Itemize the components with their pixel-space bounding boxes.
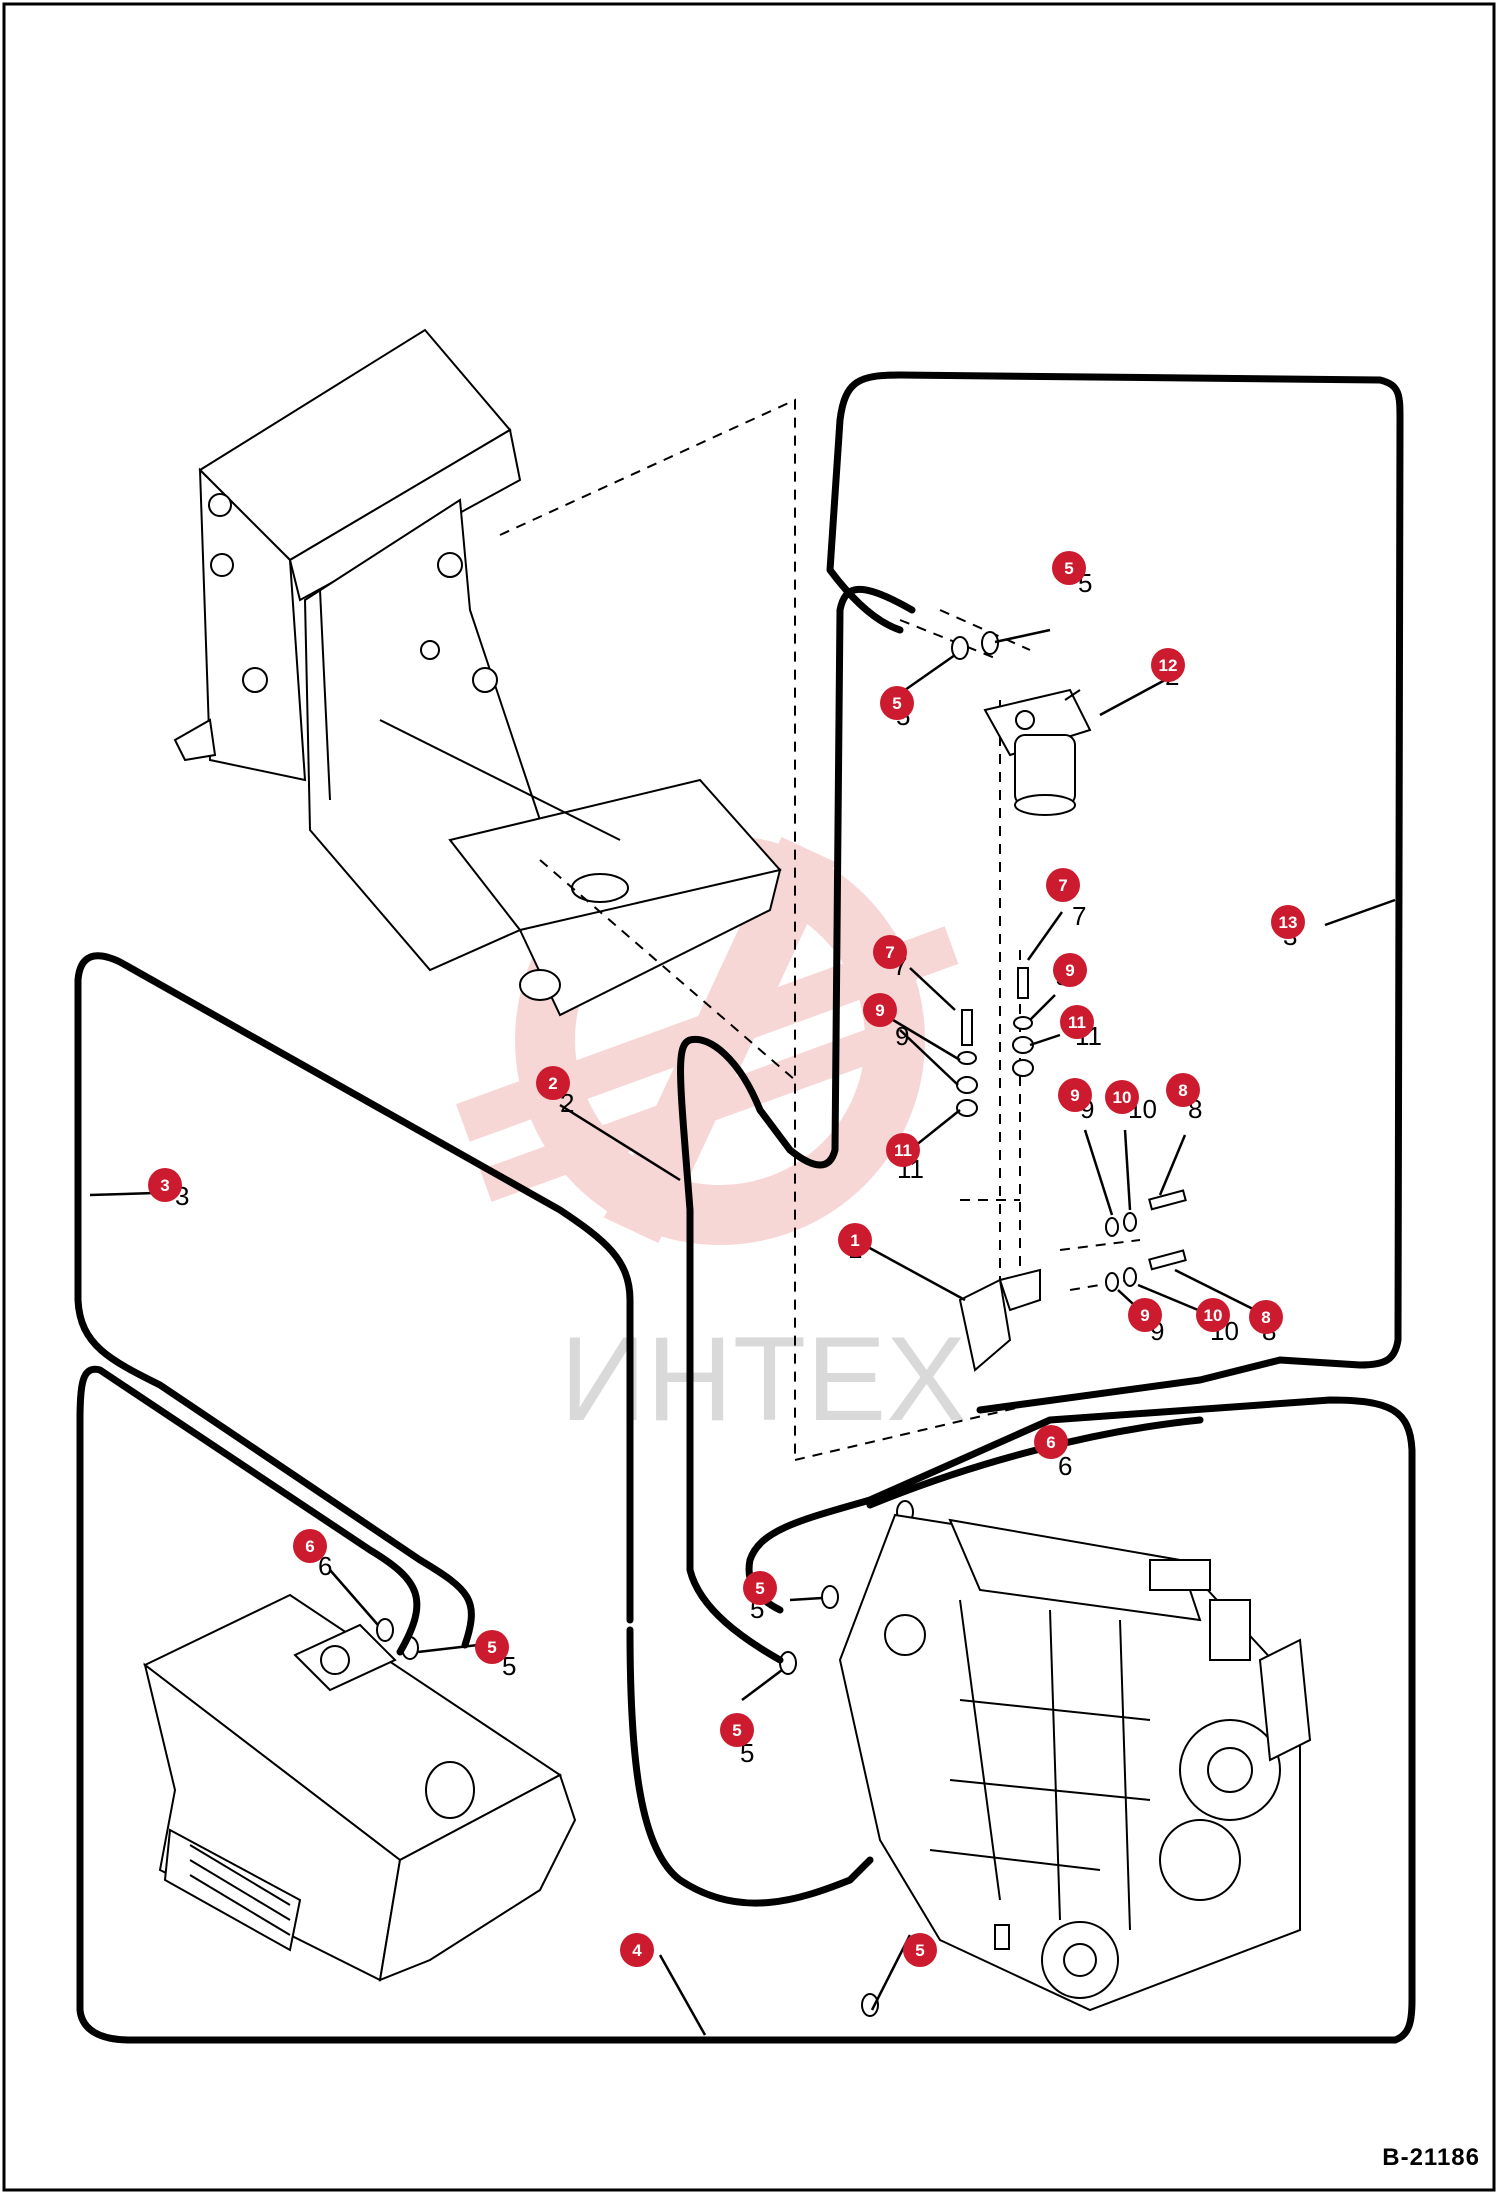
svg-text:5: 5 [1064, 559, 1073, 578]
callout-9c[interactable]: 9 [1058, 1078, 1092, 1112]
callout-7b[interactable]: 7 [873, 935, 907, 969]
engine-drawing [838, 1513, 1312, 2012]
callout-1[interactable]: 1 [838, 1223, 872, 1257]
svg-text:4: 4 [632, 1941, 642, 1960]
callout-11a[interactable]: 11 [1060, 1005, 1094, 1039]
callout-6b[interactable]: 6 [293, 1529, 327, 1563]
svg-text:5: 5 [732, 1721, 741, 1740]
callout-12[interactable]: 12 [1151, 648, 1185, 682]
callout-4[interactable]: 4 [620, 1933, 654, 1967]
callout-5b[interactable]: 5 [880, 686, 914, 720]
svg-text:5: 5 [755, 1579, 764, 1598]
svg-text:11: 11 [1068, 1013, 1086, 1032]
svg-text:10: 10 [1113, 1088, 1132, 1107]
callout-8b[interactable]: 8 [1249, 1300, 1283, 1334]
callout-5e[interactable]: 5 [475, 1630, 509, 1664]
fuel-tank-drawing [143, 1593, 577, 1982]
callout-5d[interactable]: 5 [720, 1713, 754, 1747]
svg-text:13: 13 [1279, 913, 1298, 932]
reference-dashed-lines [499, 398, 1141, 1461]
svg-text:7: 7 [1058, 876, 1067, 895]
svg-text:3: 3 [160, 1176, 169, 1195]
callout-6a[interactable]: 6 [1034, 1425, 1068, 1459]
callout-5c[interactable]: 5 [743, 1571, 777, 1605]
svg-text:5: 5 [915, 1941, 924, 1960]
callout-9b[interactable]: 9 [863, 993, 897, 1027]
svg-text:2: 2 [548, 1074, 557, 1093]
callout-11b[interactable]: 11 [886, 1133, 920, 1167]
svg-text:6: 6 [305, 1537, 314, 1556]
callout-8a[interactable]: 8 [1166, 1073, 1200, 1107]
callout-5f[interactable]: 5 [903, 1933, 937, 1967]
callout-9a[interactable]: 9 [1053, 953, 1087, 987]
callout-5a[interactable]: 5 [1052, 551, 1086, 585]
svg-text:5: 5 [892, 694, 901, 713]
callout-10b[interactable]: 10 [1196, 1298, 1230, 1332]
svg-text:8: 8 [1261, 1308, 1270, 1327]
svg-text:1: 1 [850, 1231, 859, 1250]
svg-text:10: 10 [1204, 1306, 1223, 1325]
fuel-filter-drawing [983, 688, 1092, 816]
callout-7a[interactable]: 7 [1046, 868, 1080, 902]
callout-13[interactable]: 13 [1271, 905, 1305, 939]
svg-text:9: 9 [1065, 961, 1074, 980]
callout-3[interactable]: 3 [148, 1168, 182, 1202]
callout-2[interactable]: 2 [536, 1066, 570, 1100]
svg-text:7: 7 [1072, 901, 1086, 931]
svg-text:11: 11 [894, 1141, 912, 1160]
svg-text:7: 7 [885, 943, 894, 962]
bracket-drawing [958, 1268, 1041, 1372]
svg-text:9: 9 [895, 1021, 909, 1051]
svg-text:5: 5 [487, 1638, 496, 1657]
watermark-text: ИНТЕХ [560, 1312, 966, 1446]
svg-text:6: 6 [1058, 1451, 1072, 1481]
svg-text:9: 9 [875, 1001, 884, 1020]
svg-text:6: 6 [1046, 1433, 1055, 1452]
svg-text:9: 9 [1070, 1086, 1079, 1105]
callout-9d[interactable]: 9 [1128, 1298, 1162, 1332]
fuel-hoses [74, 371, 1416, 2044]
svg-text:5: 5 [502, 1651, 516, 1681]
drawing-number: B-21186 [1382, 2144, 1480, 2171]
svg-text:12: 12 [1159, 656, 1178, 675]
svg-text:8: 8 [1178, 1081, 1187, 1100]
hardware-drawing [376, 631, 1187, 2017]
callout-10a[interactable]: 10 [1105, 1080, 1139, 1114]
svg-text:6: 6 [318, 1551, 332, 1581]
svg-text:9: 9 [1140, 1306, 1149, 1325]
machine-frame-drawing [173, 328, 782, 1017]
